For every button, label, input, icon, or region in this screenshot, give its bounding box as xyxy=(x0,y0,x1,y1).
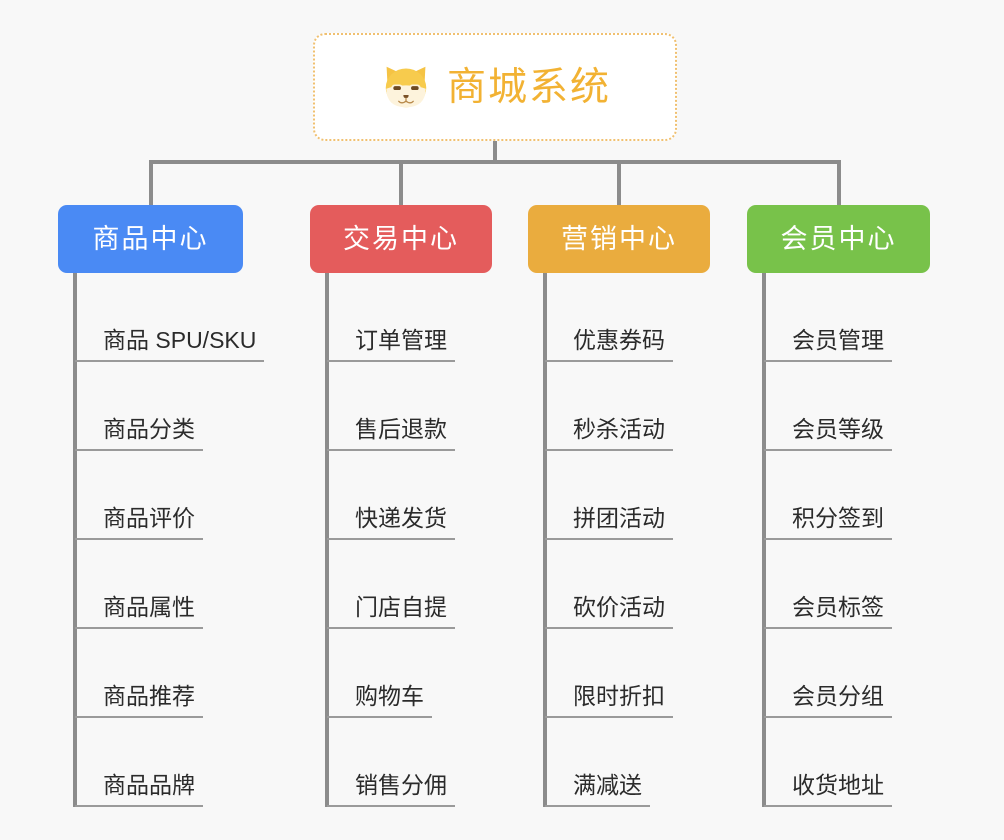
list-item[interactable]: 商品属性 xyxy=(58,540,243,629)
list-item[interactable]: 拼团活动 xyxy=(528,451,710,540)
leaf-label: 限时折扣 xyxy=(545,683,673,718)
list-item[interactable]: 商品推荐 xyxy=(58,629,243,718)
branch-trunk xyxy=(762,273,766,807)
connector-drop-marketing xyxy=(617,160,621,205)
list-item[interactable]: 购物车 xyxy=(310,629,492,718)
branch-trunk xyxy=(73,273,77,807)
connector-drop-trade xyxy=(399,160,403,205)
list-item[interactable]: 门店自提 xyxy=(310,540,492,629)
list-item[interactable]: 商品品牌 xyxy=(58,718,243,807)
list-item[interactable]: 收货地址 xyxy=(747,718,930,807)
leaf-label: 售后退款 xyxy=(327,416,455,451)
leaf-label: 订单管理 xyxy=(327,327,455,362)
category-label: 营销中心 xyxy=(561,223,677,254)
leaf-label: 商品品牌 xyxy=(75,772,203,807)
category-label: 会员中心 xyxy=(780,223,897,254)
leaf-label: 会员标签 xyxy=(764,594,892,629)
leaf-label: 满减送 xyxy=(545,772,650,807)
branch-marketing-center: 营销中心 优惠券码 秒杀活动 拼团活动 砍价活动 限时折扣 满减送 xyxy=(528,205,710,807)
leaf-label: 商品属性 xyxy=(75,594,203,629)
branch-trunk xyxy=(543,273,547,807)
list-item[interactable]: 会员标签 xyxy=(747,540,930,629)
category-header-trade-center[interactable]: 交易中心 xyxy=(310,205,492,273)
list-item[interactable]: 限时折扣 xyxy=(528,629,710,718)
leaf-label: 会员等级 xyxy=(764,416,892,451)
connector-root-stem xyxy=(493,141,497,163)
leaf-label: 商品推荐 xyxy=(75,683,203,718)
list-item[interactable]: 商品评价 xyxy=(58,451,243,540)
root-title: 商城系统 xyxy=(446,65,611,109)
leaf-label: 销售分佣 xyxy=(327,772,455,807)
branch-product-center: 商品中心 商品 SPU/SKU 商品分类 商品评价 商品属性 商品推荐 商品品牌 xyxy=(58,205,265,807)
leaf-label: 砍价活动 xyxy=(545,594,673,629)
leaf-label: 会员分组 xyxy=(764,683,892,718)
list-item[interactable]: 订单管理 xyxy=(310,273,492,362)
leaf-label: 拼团活动 xyxy=(545,505,673,540)
leaf-label: 收货地址 xyxy=(764,772,892,807)
shiba-dog-icon xyxy=(385,66,427,108)
leaf-label: 门店自提 xyxy=(327,594,455,629)
connector-bus xyxy=(149,160,841,164)
list-item[interactable]: 砍价活动 xyxy=(528,540,710,629)
list-item[interactable]: 满减送 xyxy=(528,718,710,807)
connector-drop-member xyxy=(837,160,841,205)
leaf-label: 购物车 xyxy=(327,683,432,718)
leaf-label: 优惠券码 xyxy=(545,327,673,362)
leaf-label: 会员管理 xyxy=(764,327,892,362)
list-item[interactable]: 商品 SPU/SKU xyxy=(58,273,265,362)
root-node[interactable]: 商城系统 xyxy=(313,33,677,141)
list-item[interactable]: 售后退款 xyxy=(310,362,492,451)
leaf-label: 商品分类 xyxy=(75,416,203,451)
list-item[interactable]: 快递发货 xyxy=(310,451,492,540)
list-item[interactable]: 销售分佣 xyxy=(310,718,492,807)
branch-trade-center: 交易中心 订单管理 售后退款 快递发货 门店自提 购物车 销售分佣 xyxy=(310,205,492,807)
leaf-list-product-center: 商品 SPU/SKU 商品分类 商品评价 商品属性 商品推荐 商品品牌 xyxy=(58,273,265,807)
list-item[interactable]: 积分签到 xyxy=(747,451,930,540)
category-header-marketing-center[interactable]: 营销中心 xyxy=(528,205,710,273)
category-header-product-center[interactable]: 商品中心 xyxy=(58,205,243,273)
list-item[interactable]: 商品分类 xyxy=(58,362,243,451)
connector-drop-product xyxy=(149,160,153,205)
leaf-label: 快递发货 xyxy=(327,505,455,540)
category-label: 商品中心 xyxy=(92,223,209,254)
list-item[interactable]: 秒杀活动 xyxy=(528,362,710,451)
list-item[interactable]: 会员分组 xyxy=(747,629,930,718)
category-label: 交易中心 xyxy=(343,223,459,254)
list-item[interactable]: 会员等级 xyxy=(747,362,930,451)
list-item[interactable]: 优惠券码 xyxy=(528,273,710,362)
leaf-label: 秒杀活动 xyxy=(545,416,673,451)
list-item[interactable]: 会员管理 xyxy=(747,273,930,362)
leaf-list-member-center: 会员管理 会员等级 积分签到 会员标签 会员分组 收货地址 xyxy=(747,273,930,807)
leaf-list-marketing-center: 优惠券码 秒杀活动 拼团活动 砍价活动 限时折扣 满减送 xyxy=(528,273,710,807)
leaf-label: 积分签到 xyxy=(764,505,892,540)
leaf-list-trade-center: 订单管理 售后退款 快递发货 门店自提 购物车 销售分佣 xyxy=(310,273,492,807)
leaf-label: 商品 SPU/SKU xyxy=(75,327,265,362)
branch-member-center: 会员中心 会员管理 会员等级 积分签到 会员标签 会员分组 收货地址 xyxy=(747,205,930,807)
branch-trunk xyxy=(325,273,329,807)
category-header-member-center[interactable]: 会员中心 xyxy=(747,205,930,273)
leaf-label: 商品评价 xyxy=(75,505,203,540)
